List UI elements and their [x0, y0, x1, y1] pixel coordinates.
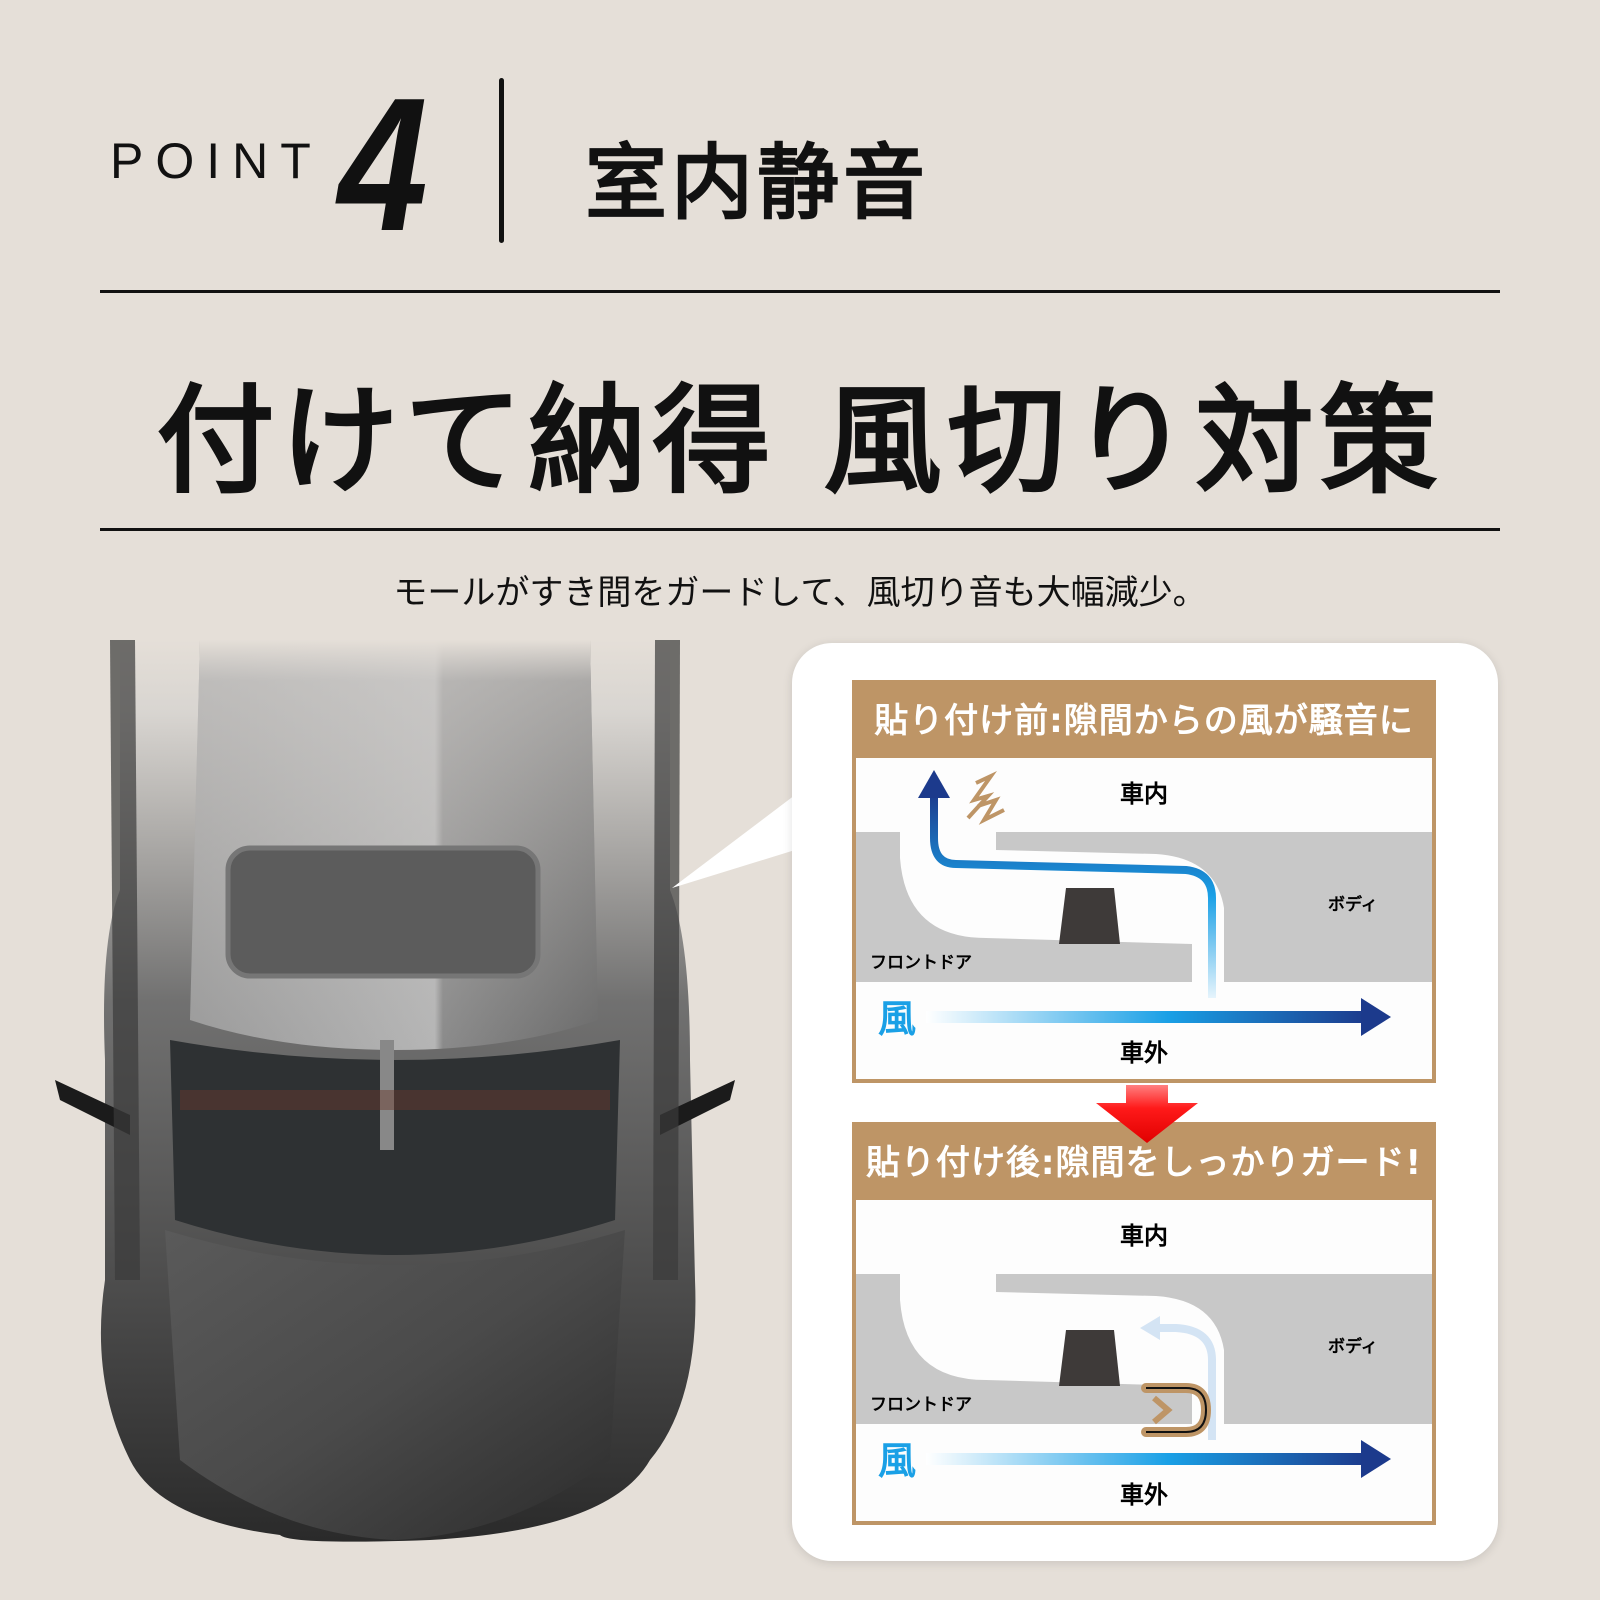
header-divider	[499, 78, 504, 243]
door-label: フロントドア	[870, 953, 972, 973]
outside-label: 車外	[1120, 1481, 1168, 1509]
callout-tail	[672, 795, 795, 888]
point-label: POINT	[110, 133, 323, 189]
category-title: 室内静音	[585, 136, 930, 231]
panel-before: 貼り付け前:隙間からの風が騒音に 風 車内	[852, 680, 1436, 1083]
body-label: ボディ	[1328, 894, 1378, 915]
inside-label: 車内	[1120, 1222, 1168, 1250]
inside-label: 車内	[1120, 780, 1168, 808]
panel-after: 貼り付け後:隙間をしっかりガード! 風 車内 車外 フロントドア ボディ	[852, 1122, 1436, 1525]
down-arrow-icon	[1096, 1085, 1198, 1143]
outside-label: 車外	[1120, 1039, 1168, 1067]
subtitle: モールがすき間をガードして、風切り音も大幅減少。	[393, 573, 1207, 613]
car-top-view-image	[55, 640, 735, 1542]
panel-before-title: 貼り付け前:隙間からの風が騒音に	[856, 684, 1432, 758]
wind-label: 風	[878, 997, 916, 1041]
top-rule	[100, 290, 1500, 293]
diagram-after: 風 車内 車外 フロントドア ボディ	[856, 1222, 1432, 1509]
door-label: フロントドア	[870, 1395, 972, 1415]
wind-label: 風	[878, 1439, 916, 1483]
body-label: ボディ	[1328, 1336, 1378, 1357]
bottom-rule	[100, 528, 1500, 531]
diagram-before: 風 車内 車外 フロントドア ボディ	[856, 770, 1432, 1067]
headline: 付けて納得 風切り対策	[156, 372, 1444, 510]
point-number: 4	[338, 59, 428, 271]
